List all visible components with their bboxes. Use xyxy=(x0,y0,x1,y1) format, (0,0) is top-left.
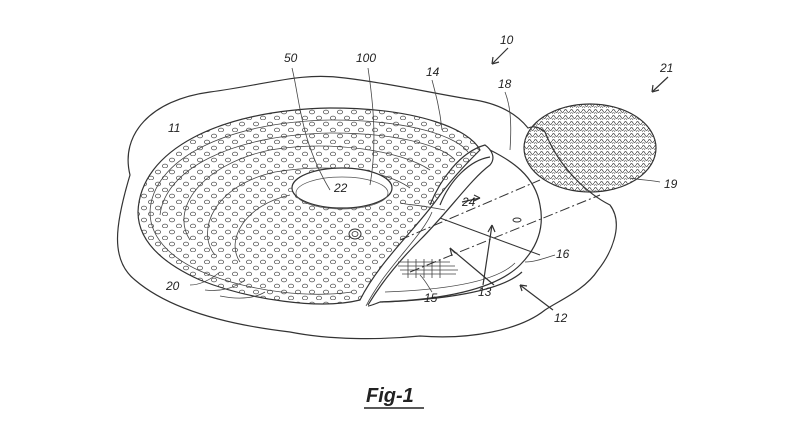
base-platform xyxy=(367,149,542,307)
label-24: 24 xyxy=(461,195,476,209)
figure-caption: Fig-1 xyxy=(366,385,414,407)
label-10: 10 xyxy=(500,33,514,47)
label-16: 16 xyxy=(556,247,570,261)
label-22: 22 xyxy=(333,181,348,195)
hatched-window xyxy=(398,259,458,278)
outer-boundary xyxy=(117,75,617,340)
central-oval xyxy=(291,167,393,209)
pad-rim-2 xyxy=(159,132,456,216)
label-14: 14 xyxy=(426,65,440,79)
label-20: 20 xyxy=(165,279,180,293)
arrows xyxy=(449,47,669,311)
mesh-disc xyxy=(523,103,657,193)
label-12: 12 xyxy=(554,311,568,325)
label-11: 11 xyxy=(168,121,180,135)
leader-lines xyxy=(189,67,661,299)
label-15: 15 xyxy=(424,291,438,305)
label-19: 19 xyxy=(664,177,678,191)
label-50: 50 xyxy=(284,51,298,65)
label-100: 100 xyxy=(356,51,376,65)
dotted-pad xyxy=(137,107,481,305)
reference-labels: 10 11 12 13 14 15 16 18 19 20 21 22 24 5… xyxy=(165,33,678,325)
label-18: 18 xyxy=(498,77,512,91)
pad-rim xyxy=(149,119,469,213)
label-21: 21 xyxy=(659,61,673,75)
label-13: 13 xyxy=(478,285,492,299)
